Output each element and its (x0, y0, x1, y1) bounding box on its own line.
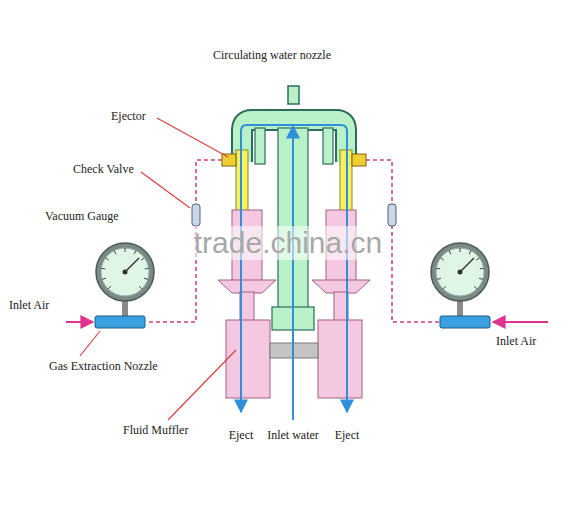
gauge-tick (436, 268, 440, 270)
leader-line (157, 118, 228, 157)
flow-label: Inlet water (266, 428, 320, 442)
gauge-tick (139, 286, 142, 289)
gauge-tick (145, 268, 149, 270)
flow-label: Inlet Air (8, 298, 50, 312)
part-label: Check Valve (72, 162, 135, 176)
circulating-nozzle (288, 86, 299, 104)
gauge-tick (102, 278, 106, 279)
gauge-tick (480, 268, 484, 270)
gauge-tick (106, 258, 109, 260)
ejector-leg (255, 128, 265, 164)
gas-extraction-nozzle (440, 316, 490, 328)
part-label: Vacuum Gauge (44, 209, 120, 223)
gauge-tick (144, 278, 148, 279)
vacuum-gauge (431, 243, 489, 317)
fluid-muffler (318, 320, 362, 398)
vacuum-gauge (96, 243, 154, 317)
part-label: Circulating water nozzle (212, 48, 332, 62)
eject-flow (346, 131, 348, 412)
flow-label: Eject (228, 428, 255, 442)
leader-line (141, 172, 190, 208)
check-valve (222, 154, 236, 166)
gauge-tick (125, 248, 126, 252)
flow-label: Inlet Air (495, 334, 537, 348)
part-label: Ejector (110, 109, 147, 123)
gauge-tick (437, 278, 441, 279)
gas-extraction-nozzle (95, 316, 145, 328)
gauge-tick (141, 258, 144, 260)
leader-line (168, 350, 236, 420)
flow-label: Eject (334, 428, 361, 442)
gauge-tick (460, 248, 461, 252)
neck (334, 292, 348, 321)
inlet-air-arrow (493, 321, 548, 323)
flange (312, 280, 370, 293)
gauge-tick (114, 251, 116, 255)
gauge-tick (469, 251, 471, 255)
fluid-muffler (226, 320, 270, 398)
watermark: trade.china.cn (192, 226, 384, 260)
flange (218, 280, 276, 293)
vacuum-tip (192, 204, 200, 226)
part-label: Fluid Muffler (122, 423, 189, 437)
vacuum-tip (388, 204, 396, 226)
check-valve (352, 154, 366, 166)
gauge-tick (474, 286, 477, 289)
gauge-tick (441, 258, 444, 260)
gauge-tick (476, 258, 479, 260)
gauge-tick (108, 286, 111, 289)
gauge-tick (101, 268, 105, 270)
gauge-tick (134, 251, 136, 255)
inlet-water-flow (292, 126, 294, 420)
eject-flow (240, 131, 242, 412)
flow-line (247, 124, 341, 126)
gauge-tick (479, 278, 483, 279)
ejector-leg (323, 128, 333, 164)
gauge-tick (449, 251, 451, 255)
inlet-air-arrow (66, 321, 93, 323)
part-label: Gas Extraction Nozzle (48, 359, 159, 373)
gauge-tick (443, 286, 446, 289)
neck (240, 292, 254, 321)
leader-line (80, 331, 100, 356)
